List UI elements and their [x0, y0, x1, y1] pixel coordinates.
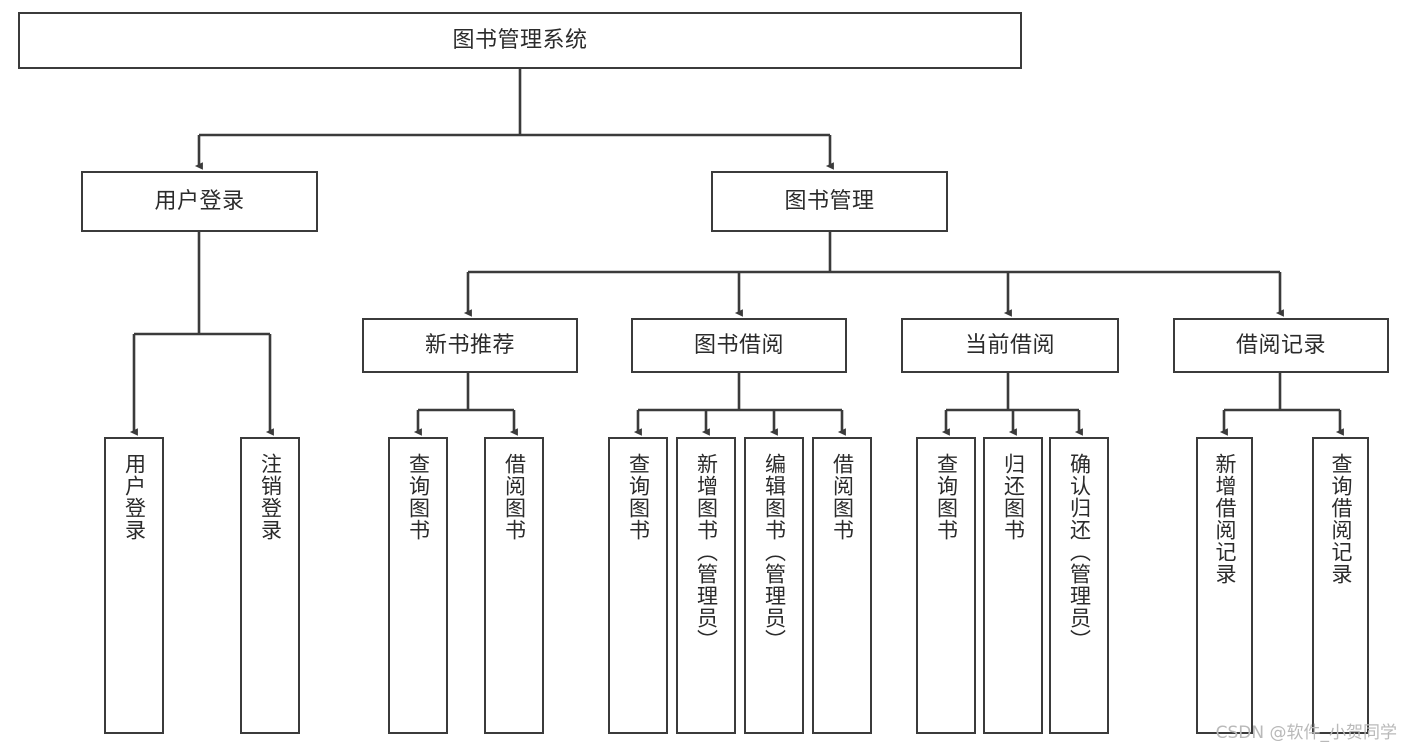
node-current-borrow[interactable]: 当前借阅	[901, 318, 1119, 373]
node-leaf-rec-add[interactable]: 新增借阅记录	[1196, 437, 1253, 734]
node-leaf-borrow-lend[interactable]: 借阅图书	[812, 437, 872, 734]
node-leaf-rec-borrow-label: 借阅图书	[502, 453, 527, 541]
node-current-borrow-label: 当前借阅	[964, 332, 1055, 358]
node-leaf-cur-confirm-label: 确认归还（管理员）	[1067, 453, 1092, 651]
node-leaf-cur-query-label: 查询图书	[934, 453, 959, 541]
node-leaf-rec-query2[interactable]: 查询借阅记录	[1312, 437, 1369, 734]
node-leaf-rec-add-label: 新增借阅记录	[1213, 453, 1237, 585]
node-leaf-user-login-label: 用户登录	[122, 453, 147, 541]
node-leaf-cur-confirm[interactable]: 确认归还（管理员）	[1049, 437, 1109, 734]
node-leaf-rec-borrow[interactable]: 借阅图书	[484, 437, 544, 734]
node-leaf-rec-query2-label: 查询借阅记录	[1329, 453, 1353, 585]
node-root-label: 图书管理系统	[452, 27, 588, 53]
node-leaf-cur-query[interactable]: 查询图书	[916, 437, 976, 734]
node-leaf-user-logout[interactable]: 注销登录	[240, 437, 300, 734]
node-leaf-borrow-edit[interactable]: 编辑图书（管理员）	[744, 437, 804, 734]
node-book-manage-label: 图书管理	[784, 188, 875, 214]
node-borrow-record[interactable]: 借阅记录	[1173, 318, 1389, 373]
node-leaf-borrow-query[interactable]: 查询图书	[608, 437, 668, 734]
node-leaf-borrow-lend-label: 借阅图书	[830, 453, 855, 541]
node-leaf-borrow-edit-label: 编辑图书（管理员）	[762, 453, 787, 651]
node-book-manage[interactable]: 图书管理	[711, 171, 948, 232]
node-new-book-rec[interactable]: 新书推荐	[362, 318, 578, 373]
node-root[interactable]: 图书管理系统	[18, 12, 1022, 69]
node-leaf-borrow-query-label: 查询图书	[626, 453, 651, 541]
node-book-borrow-label: 图书借阅	[693, 332, 784, 358]
node-leaf-cur-return-label: 归还图书	[1001, 453, 1026, 541]
node-borrow-record-label: 借阅记录	[1235, 332, 1326, 358]
node-leaf-user-logout-label: 注销登录	[258, 453, 283, 541]
node-user-login[interactable]: 用户登录	[81, 171, 318, 232]
node-leaf-user-login[interactable]: 用户登录	[104, 437, 164, 734]
node-new-book-rec-label: 新书推荐	[424, 332, 515, 358]
node-leaf-borrow-add[interactable]: 新增图书（管理员）	[676, 437, 736, 734]
csdn-watermark: CSDN @软件_小贺同学	[1215, 723, 1397, 743]
node-book-borrow[interactable]: 图书借阅	[631, 318, 847, 373]
node-leaf-borrow-add-label: 新增图书（管理员）	[694, 453, 719, 651]
node-leaf-rec-query[interactable]: 查询图书	[388, 437, 448, 734]
node-user-login-label: 用户登录	[154, 188, 245, 214]
node-leaf-rec-query-label: 查询图书	[406, 453, 431, 541]
node-leaf-cur-return[interactable]: 归还图书	[983, 437, 1043, 734]
